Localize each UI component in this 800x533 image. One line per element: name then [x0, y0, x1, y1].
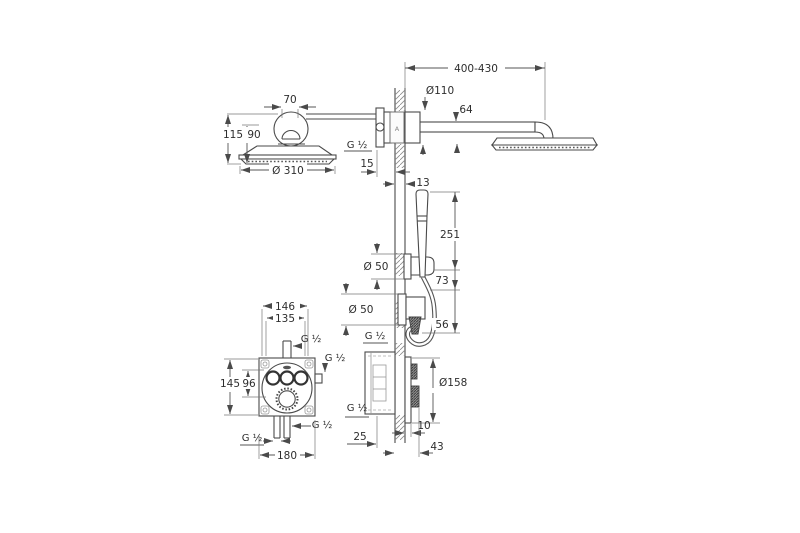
corner-lug	[304, 405, 314, 415]
hand-shower-view	[397, 189, 437, 347]
thread-label-side: G ½	[347, 402, 368, 414]
head-profile	[490, 137, 598, 146]
head-shower-dimensions: 70 115 90 Ø 310 G ½ 15 13	[219, 94, 430, 189]
mixer-side-dimensions: G ½ Ø158 25 10 43	[345, 357, 467, 457]
dim-outlet-diameter: Ø 50	[349, 304, 374, 316]
section-label: A	[395, 125, 400, 133]
dim-head-diameter: Ø 310	[272, 165, 304, 177]
holder-escutcheon	[403, 253, 412, 280]
head-shower-view: A	[238, 107, 405, 165]
rough-in-box-side	[364, 351, 396, 415]
union-nut	[375, 122, 385, 132]
dim-arm-offset: 64	[459, 104, 473, 116]
thermostat-knob-side	[410, 385, 420, 408]
dim-outlet-offset: 56	[435, 319, 449, 331]
dim-neck-width: 70	[283, 94, 296, 106]
corner-lug	[260, 359, 270, 369]
dim-wall-clearance: 15	[360, 158, 373, 170]
arm-flange	[404, 111, 421, 144]
dim-height-outer: 145	[220, 378, 240, 390]
outlet-elbow-body	[405, 296, 426, 320]
arm-elbow	[534, 121, 554, 140]
shower-arm-dimensions: 400-430 Ø110 64	[404, 61, 546, 155]
dim-install-depth: 43	[430, 441, 443, 453]
trim-plate-side	[404, 356, 412, 424]
corner-lug	[304, 359, 314, 369]
shower-hose-highlight	[406, 276, 436, 346]
dim-holder-diameter: Ø 50	[364, 261, 389, 273]
wall-hatch	[395, 415, 405, 440]
mixer-side-view	[364, 351, 420, 424]
hand-shower-dimensions: 251 73 56 Ø 50 Ø 50 G ½	[341, 191, 460, 344]
dim-wall-thickness: 13	[416, 177, 429, 189]
shower-arm-view	[404, 111, 599, 151]
hand-shower-wand	[415, 189, 429, 278]
brand-logo	[283, 365, 291, 370]
shower-arm	[404, 121, 536, 133]
thread-label-front-right: G ½	[325, 352, 346, 364]
dim-hose-length: 251	[440, 229, 460, 241]
side-port	[314, 373, 323, 384]
select-button	[265, 370, 281, 386]
dim-flange-diameter: Ø110	[426, 85, 454, 97]
ball-joint-arch	[281, 129, 301, 140]
thread-label-front-bottom-right: G ½	[312, 419, 333, 431]
outlet-escutcheon	[397, 293, 407, 326]
hose-nut	[408, 316, 422, 335]
dim-holder-offset: 73	[435, 275, 448, 287]
select-button	[293, 370, 309, 386]
dim-arm-length-range: 400-430	[454, 63, 498, 75]
wall-hatch	[395, 343, 405, 356]
dim-plate-offset: 10	[417, 420, 430, 432]
corner-lug	[260, 405, 270, 415]
thread-label-top: G ½	[347, 139, 368, 151]
dim-height-outer: 115	[223, 129, 243, 141]
mixer-front-view	[258, 340, 323, 439]
wall-hatch	[395, 253, 405, 276]
head-disc-rim	[238, 154, 337, 160]
dim-width-inner: 135	[275, 313, 295, 325]
wall-hatch	[395, 144, 405, 168]
button-knob-side	[410, 363, 418, 380]
dim-plate-diameter: Ø158	[439, 377, 467, 389]
ball-joint	[273, 111, 309, 147]
head-disc-top	[241, 145, 334, 156]
thread-label-outlet: G ½	[365, 330, 386, 342]
thread-label-front-bottom-left: G ½	[242, 432, 263, 444]
thermostat-knob-knurl	[275, 387, 299, 411]
thermostat-knob	[278, 390, 296, 408]
dim-height-inner: 96	[242, 378, 256, 390]
dim-height-inner: 90	[247, 129, 260, 141]
dim-box-depth: 25	[353, 431, 366, 443]
dim-width-outer: 146	[275, 301, 295, 313]
thread-label-front-top: G ½	[301, 333, 322, 345]
mounting-bracket	[389, 111, 405, 144]
select-button	[279, 370, 295, 386]
dim-plate-width: 180	[277, 450, 297, 462]
mixer-front-dimensions: 146 135 G ½ G ½ 145 96 G ½ G ½ 180	[219, 299, 346, 462]
wall-hatch	[395, 90, 405, 111]
